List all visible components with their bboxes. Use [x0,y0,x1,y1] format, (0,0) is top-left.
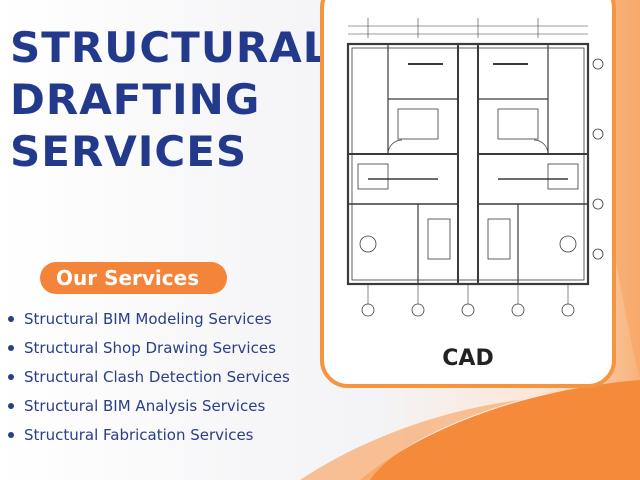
bullet-icon [8,345,14,352]
service-label: Structural Shop Drawing Services [24,339,276,358]
list-item: Structural Fabrication Services [8,420,290,449]
list-item: Structural BIM Modeling Services [8,305,290,334]
cad-floor-plan-image [346,18,604,317]
list-item: Structural BIM Analysis Services [8,391,290,420]
services-list: Structural BIM Modeling Services Structu… [8,305,290,449]
service-label: Structural BIM Analysis Services [24,396,266,415]
service-label: Structural Clash Detection Services [24,367,290,386]
cad-drawing-card: CAD [320,0,616,388]
bullet-icon [8,431,14,438]
list-item: Structural Clash Detection Services [8,363,290,392]
list-item: Structural Shop Drawing Services [8,334,290,363]
bullet-icon [8,373,14,380]
image-caption: CAD [442,346,494,371]
page-title: STRUCTURAL DRAFTING SERVICES [10,23,331,176]
service-label: Structural BIM Modeling Services [24,310,272,329]
bullet-icon [8,316,14,323]
services-heading-badge: Our Services [40,262,227,294]
service-label: Structural Fabrication Services [24,425,254,444]
bullet-icon [8,402,14,409]
